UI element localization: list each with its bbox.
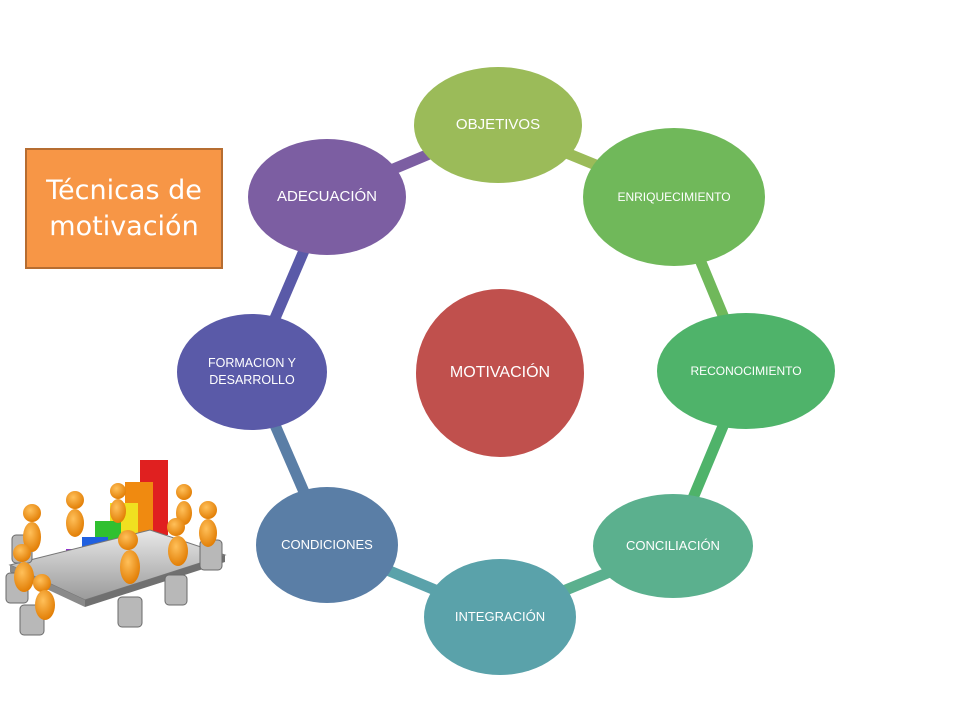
cycle-node-3: CONCILIACIÓN [593,494,753,598]
cycle-node-label: INTEGRACIÓN [454,609,546,625]
center-node-motivacion: MOTIVACIÓN [416,289,584,457]
cycle-node-label: ADECUACIÓN [276,187,377,205]
cycle-node-label: CONDICIONES [281,537,373,553]
title-box: Técnicas de motivación [25,148,223,269]
cycle-node-label: RECONOCIMIENTO [690,363,802,378]
cycle-node-label: FORMACION Y DESARROLLO [208,356,296,387]
cycle-node-label: CONCILIACIÓN [626,538,720,554]
meeting-illustration [5,460,227,636]
people [13,483,217,620]
cycle-node-label: OBJETIVOS [455,115,541,133]
cycle-node-0: OBJETIVOS [414,67,582,183]
diagram-title: Técnicas de motivación [46,175,202,242]
cycle-node-4: INTEGRACIÓN [424,559,576,675]
cycle-node-5: CONDICIONES [256,487,398,603]
cycle-node-7: ADECUACIÓN [248,139,406,255]
cycle-node-1: ENRIQUECIMIENTO [583,128,765,266]
cycle-node-label: ENRIQUECIMIENTO [617,189,731,204]
center-node-label: MOTIVACIÓN [449,364,551,382]
cycle-node-2: RECONOCIMIENTO [657,313,835,429]
cycle-node-6: FORMACION Y DESARROLLO [177,314,327,430]
